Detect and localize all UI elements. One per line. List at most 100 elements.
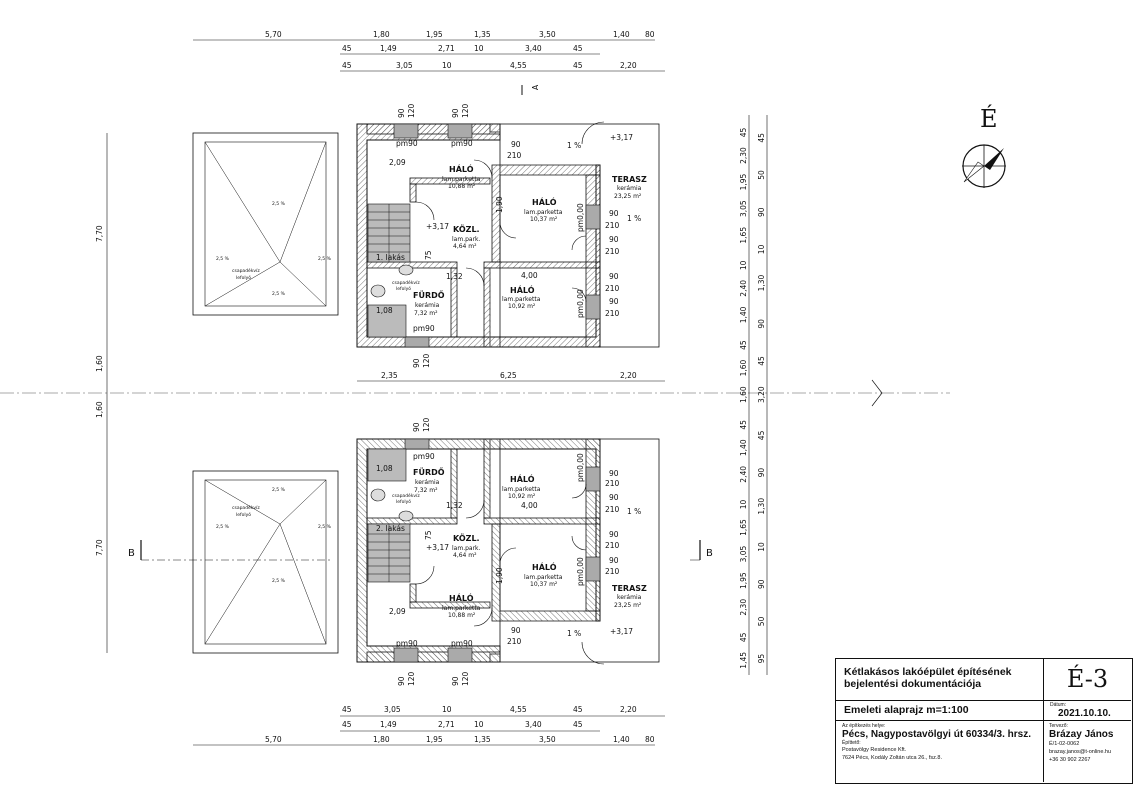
svg-text:210: 210: [605, 309, 620, 318]
svg-text:3,40: 3,40: [525, 720, 542, 729]
dim-chain-mid: 2,35 6,25 2,20: [381, 371, 637, 380]
svg-text:210: 210: [507, 637, 522, 646]
title-block: Kétlakásos lakóépület építésének bejelen…: [835, 658, 1133, 784]
dim-label: 10: [739, 500, 748, 510]
svg-text:4,55: 4,55: [510, 705, 527, 714]
svg-text:2,20: 2,20: [620, 705, 637, 714]
dim-label: 10: [757, 244, 766, 254]
svg-text:lam.parketta: lam.parketta: [442, 176, 481, 183]
section-mark-b-left: B: [128, 548, 135, 559]
dim-label: 90: [757, 319, 766, 329]
svg-text:90: 90: [451, 676, 460, 686]
svg-text:120: 120: [407, 103, 416, 118]
svg-text:kerámia: kerámia: [415, 302, 440, 309]
svg-text:kerámia: kerámia: [415, 479, 440, 486]
dim-label: 45: [739, 128, 748, 138]
svg-text:10: 10: [474, 44, 484, 53]
svg-text:2,71: 2,71: [438, 720, 455, 729]
svg-text:1,08: 1,08: [376, 464, 393, 473]
svg-text:pm0,00: pm0,00: [576, 203, 585, 232]
svg-text:1,60: 1,60: [95, 401, 104, 418]
svg-text:75: 75: [424, 530, 433, 540]
unit-1-labels: HÁLÓ lam.parketta 10,88 m² HÁLÓ lam.park…: [216, 133, 647, 333]
svg-text:2,5 %: 2,5 %: [216, 524, 230, 530]
svg-text:1,90: 1,90: [495, 567, 504, 584]
svg-text:4,64 m²: 4,64 m²: [453, 552, 477, 559]
dim-chain-top-2: 45 1,49 2,71 10 3,40 45: [342, 44, 583, 53]
svg-text:csapadékvíz: csapadékvíz: [232, 504, 260, 511]
svg-text:210: 210: [605, 247, 620, 256]
svg-text:kerámia: kerámia: [617, 185, 642, 192]
svg-text:120: 120: [422, 417, 431, 432]
svg-text:3,05: 3,05: [396, 61, 413, 70]
dim-label: 1,30: [757, 498, 766, 515]
dim-label: 45: [739, 420, 748, 430]
svg-text:KÖZL.: KÖZL.: [453, 224, 480, 234]
dim-label: 45: [757, 356, 766, 366]
dim-label: 1,65: [739, 519, 748, 536]
svg-text:1 %: 1 %: [627, 214, 641, 223]
svg-text:KÖZL.: KÖZL.: [453, 533, 480, 543]
svg-text:+3,17: +3,17: [426, 543, 449, 552]
svg-text:90: 90: [609, 235, 619, 244]
svg-text:6,25: 6,25: [500, 371, 517, 380]
svg-text:1 %: 1 %: [627, 507, 641, 516]
svg-text:1,08: 1,08: [376, 306, 393, 315]
dim-chain-bottom-1: 45 3,05 10 4,55 45 2,20: [342, 705, 637, 714]
svg-text:1,35: 1,35: [474, 30, 491, 39]
svg-text:210: 210: [605, 505, 620, 514]
svg-text:45: 45: [342, 61, 352, 70]
svg-text:210: 210: [605, 221, 620, 230]
svg-text:90: 90: [609, 272, 619, 281]
svg-text:1,95: 1,95: [426, 735, 443, 744]
svg-text:csapadékvíz: csapadékvíz: [392, 279, 420, 286]
svg-text:lam.parketta: lam.parketta: [524, 209, 563, 216]
svg-text:7,32 m²: 7,32 m²: [414, 310, 438, 317]
svg-text:2,20: 2,20: [620, 371, 637, 380]
svg-text:TERASZ: TERASZ: [612, 175, 647, 184]
svg-text:5,70: 5,70: [265, 735, 282, 744]
svg-text:pm90: pm90: [396, 139, 418, 148]
section-mark-b-right: B: [706, 548, 713, 559]
dim-label: 2,40: [739, 280, 748, 297]
svg-text:TERASZ: TERASZ: [612, 584, 647, 593]
dim-label: 45: [757, 430, 766, 440]
svg-text:5,70: 5,70: [265, 30, 282, 39]
svg-text:1. lakás: 1. lakás: [376, 253, 405, 262]
svg-text:45: 45: [573, 720, 583, 729]
dim-chain-bottom-2: 45 1,49 2,71 10 3,40 45: [342, 720, 583, 729]
svg-text:3,40: 3,40: [525, 44, 542, 53]
dim-label: 45: [739, 632, 748, 642]
dim-label: 90: [757, 207, 766, 217]
section-mark-a: A: [521, 84, 540, 95]
svg-text:2,5 %: 2,5 %: [318, 524, 332, 530]
dim-label: 2,40: [739, 466, 748, 483]
dim-label: 1,95: [739, 173, 748, 190]
svg-text:pm90: pm90: [451, 639, 473, 648]
sheet-number: É-3: [1044, 659, 1131, 701]
north-label: É: [980, 104, 998, 133]
svg-text:1,40: 1,40: [613, 30, 630, 39]
svg-text:90: 90: [412, 358, 421, 368]
svg-text:2,5 %: 2,5 %: [272, 487, 286, 493]
dim-label: 50: [757, 616, 766, 626]
svg-text:1,32: 1,32: [446, 501, 463, 510]
svg-text:lam.parketta: lam.parketta: [524, 574, 563, 581]
svg-text:90: 90: [511, 626, 521, 635]
svg-text:pm0,00: pm0,00: [576, 289, 585, 318]
svg-text:2,35: 2,35: [381, 371, 398, 380]
svg-text:2,5 %: 2,5 %: [216, 256, 230, 262]
svg-text:1,49: 1,49: [380, 720, 397, 729]
dim-label: 1,45: [739, 652, 748, 669]
dim-label: 1,40: [739, 306, 748, 323]
svg-text:80: 80: [645, 735, 655, 744]
svg-text:kerámia: kerámia: [617, 594, 642, 601]
svg-text:1,80: 1,80: [373, 735, 390, 744]
svg-text:pm90: pm90: [451, 139, 473, 148]
svg-text:2,5 %: 2,5 %: [272, 578, 286, 584]
dim-label: 45: [739, 340, 748, 350]
dim-label: 90: [757, 579, 766, 589]
svg-text:80: 80: [645, 30, 655, 39]
svg-text:1 %: 1 %: [567, 629, 581, 638]
svg-text:2,5 %: 2,5 %: [272, 291, 286, 297]
